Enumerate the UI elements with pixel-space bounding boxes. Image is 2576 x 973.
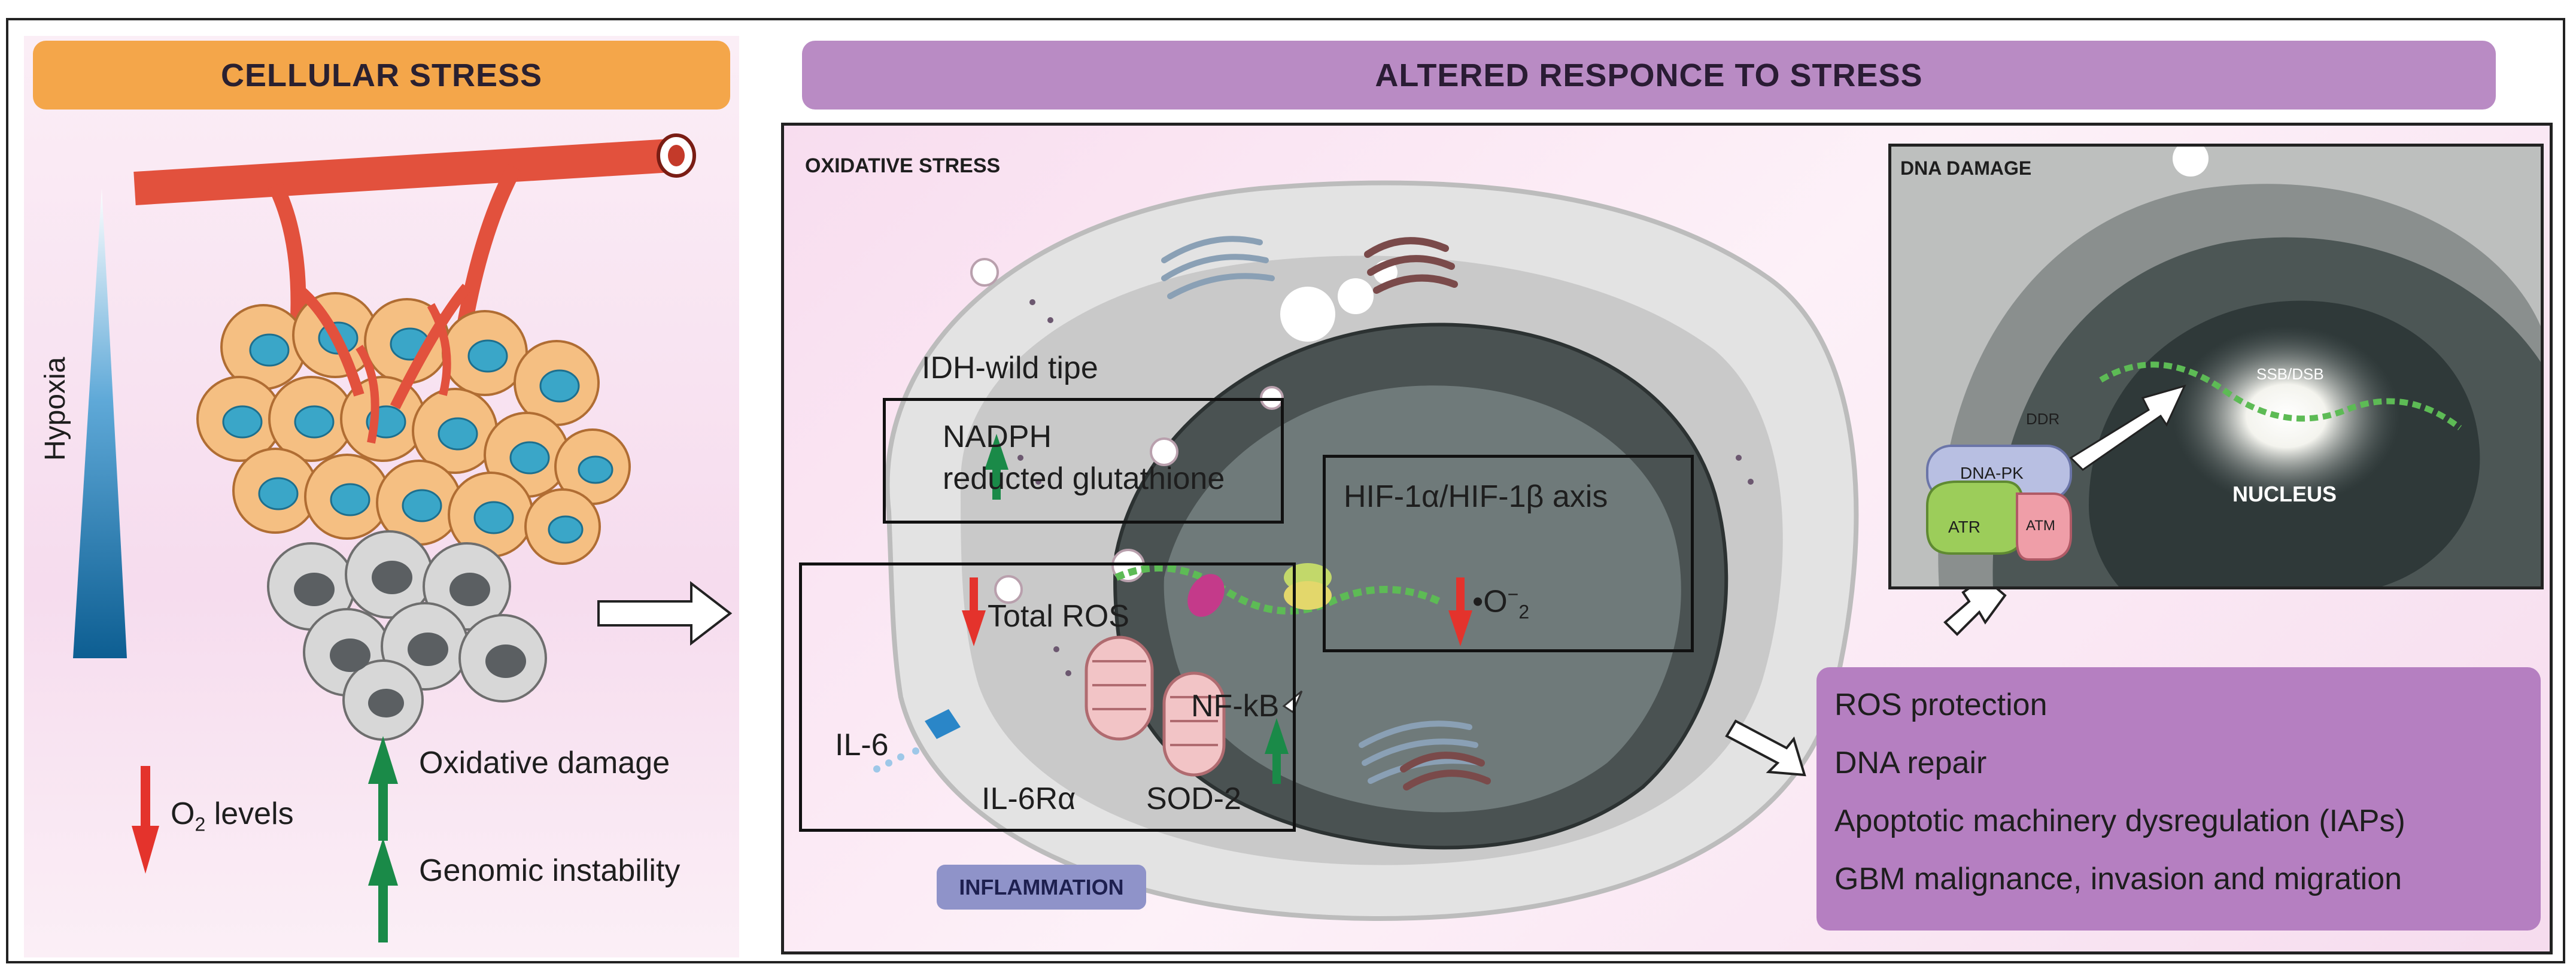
outline-arrow-icon [2069,384,2186,471]
outcome-item: GBM malignance, invasion and migration [1834,862,2402,896]
outline-arrow-icon [1725,719,1806,777]
nfkb-label: NF-kB [1191,689,1280,723]
up-arrow-icon [985,434,1008,500]
inflammation-box [799,562,1296,832]
hypoxia-label: Hypoxia [40,357,71,461]
superoxide-label: •O−2 [1472,583,1529,624]
inflammation-badge: INFLAMMATION [937,865,1146,910]
nadph-box [883,398,1284,524]
superoxide-text: •O [1472,584,1508,619]
up-arrow-icon [1265,718,1289,784]
outline-arrow-icon [597,580,733,646]
hypoxia-gradient-triangle [73,188,127,658]
tumor-cell-cluster-icon [196,282,631,741]
oxidative-stress-title: OXIDATIVE STRESS [805,154,1001,177]
genomic-instability-label: Genomic instability [419,853,681,888]
superoxide-charge: − [1507,583,1519,605]
total-ros-label: Total ROS [988,599,1129,634]
il6ra-label: IL-6Rα [982,782,1076,816]
o2-levels-label: O2 levels [171,796,294,835]
hif-axis-label: HIF-1α/HIF-1β axis [1344,479,1608,514]
superoxide-subscript: 2 [1518,601,1530,623]
levels-text: levels [205,796,294,831]
idh-label: IDH-wild tipe [922,351,1098,385]
down-arrow-icon [962,577,986,646]
hif-axis-box [1323,455,1694,652]
outline-arrow-icon [1943,576,2007,636]
sod2-label: SOD-2 [1146,782,1241,816]
ddr-label: DDR [2026,410,2060,428]
nucleus-label: NUCLEUS [2232,482,2337,506]
atm-label: ATM [2026,518,2055,534]
oxidative-damage-label: Oxidative damage [419,746,670,780]
altered-response-header: ALTERED RESPONCE TO STRESS [802,41,2496,110]
cellular-stress-illustration [73,133,733,942]
nadph-label: NADPH [943,419,1052,454]
o2-subscript: 2 [195,813,206,835]
dna-pk-label: DNA-PK [1960,464,2024,482]
up-arrow-icon [368,736,398,841]
down-arrow-icon [132,766,159,874]
o2-text: O [171,796,195,831]
up-arrow-icon [368,838,398,942]
cellular-stress-header: CELLULAR STRESS [33,41,730,110]
outcome-item: DNA repair [1834,746,1987,780]
il6-label: IL-6 [835,728,889,762]
dna-damage-title: DNA DAMAGE [1900,157,2032,179]
outer-frame [6,18,2565,963]
outcomes-box: ROS protection DNA repair Apoptotic mach… [1816,667,2541,931]
reduced-glutathione-label: reducted glutathione [943,461,1225,496]
outcome-item: ROS protection [1834,688,2048,722]
atr-label: ATR [1948,518,1980,536]
outcome-item: Apoptotic machinery dysregulation (IAPs) [1834,804,2405,838]
dna-damage-illustration [1891,147,2541,586]
down-arrow-icon [1448,577,1472,646]
ssb-dsb-label: SSB/DSB [2256,365,2324,383]
dna-damage-inset: DNA DAMAGE SSB/DSB DDR DNA-PK ATR ATM NU… [1888,144,2544,589]
